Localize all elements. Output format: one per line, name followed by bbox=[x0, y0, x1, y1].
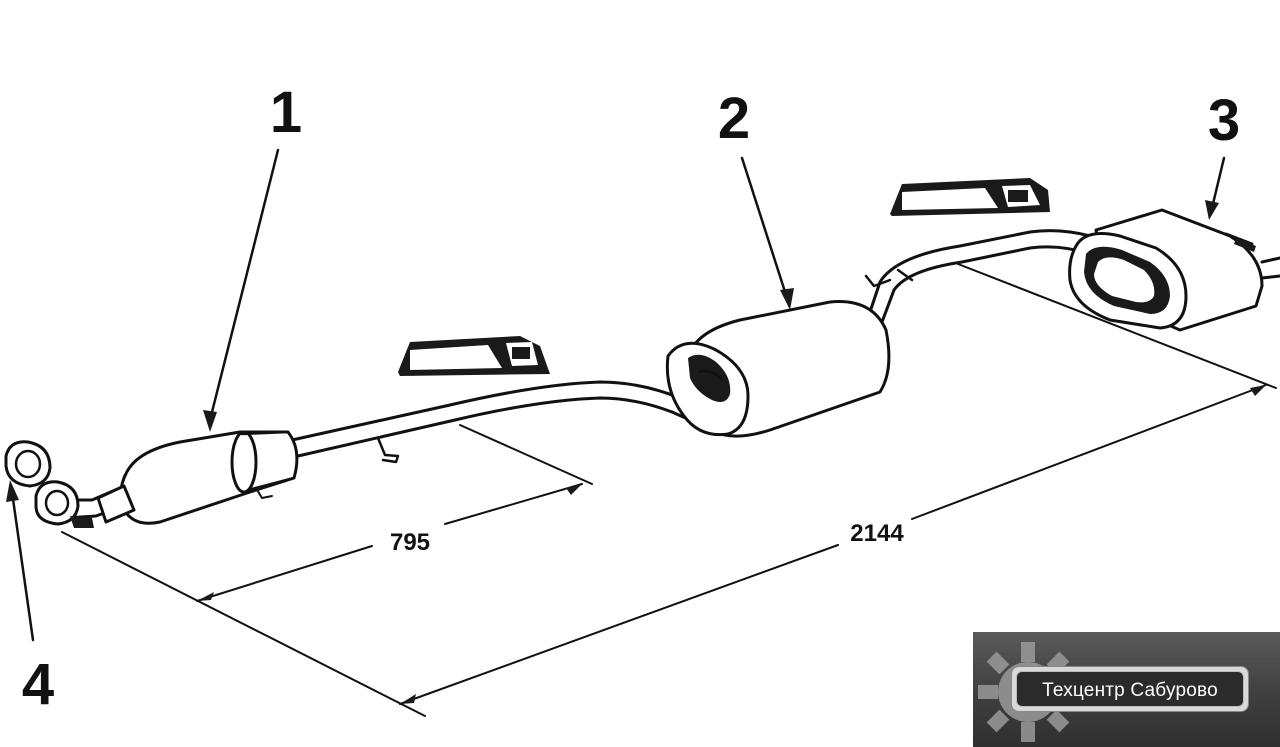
watermark-badge: Техцентр Сабурово bbox=[973, 632, 1280, 747]
dimension-2144: 2144 bbox=[850, 520, 904, 547]
callout-arrows bbox=[6, 148, 1226, 642]
part-label-4: 4 bbox=[22, 652, 54, 717]
part-label-1: 1 bbox=[270, 80, 302, 145]
watermark-text: Техцентр Сабурово bbox=[1042, 680, 1218, 701]
part-label-3: 3 bbox=[1208, 88, 1240, 153]
heat-shield-front bbox=[398, 336, 550, 376]
watermark-plate: Техцентр Сабурово bbox=[1011, 666, 1249, 712]
dimension-lines bbox=[61, 263, 1277, 717]
exhaust-pipes bbox=[58, 229, 1092, 520]
catalytic-converter bbox=[96, 430, 299, 525]
dimension-795: 795 bbox=[390, 529, 430, 556]
front-flange bbox=[4, 440, 94, 528]
rear-muffler bbox=[1068, 208, 1280, 332]
part-label-2: 2 bbox=[718, 86, 750, 151]
middle-muffler bbox=[665, 300, 891, 438]
heat-shield-rear bbox=[890, 178, 1050, 216]
